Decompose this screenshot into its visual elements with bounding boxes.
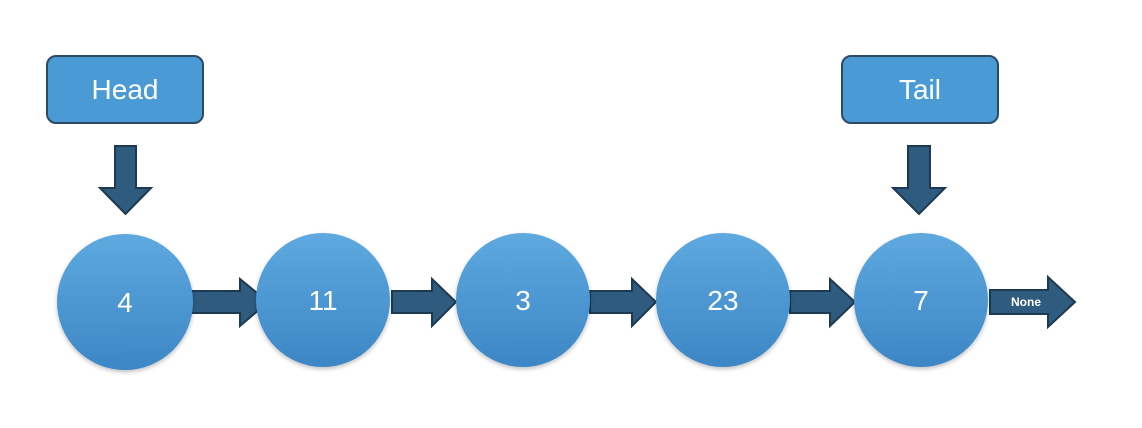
node-value: 7 xyxy=(913,285,929,316)
head-label: Head xyxy=(92,74,159,105)
tail-label: Tail xyxy=(899,74,941,105)
next-arrow-1 xyxy=(183,276,270,329)
node-value: 4 xyxy=(117,287,133,318)
none-label: None xyxy=(1011,295,1041,309)
head-down-arrow xyxy=(97,145,154,216)
tail-down-arrow xyxy=(890,145,948,216)
node-value: 11 xyxy=(308,285,337,316)
node-2: 11 xyxy=(256,233,390,367)
node-3: 3 xyxy=(456,233,590,367)
node-1: 4 xyxy=(57,234,193,370)
none-terminator: None xyxy=(989,274,1077,330)
next-arrow-3 xyxy=(589,276,658,329)
node-5: 7 xyxy=(854,233,988,367)
node-circle xyxy=(256,233,390,367)
node-value: 23 xyxy=(707,285,738,316)
node-circle xyxy=(57,234,193,370)
node-value: 3 xyxy=(515,285,531,316)
node-4: 23 xyxy=(656,233,790,367)
head-label-box xyxy=(46,55,204,124)
node-circle xyxy=(656,233,790,367)
next-arrow-2 xyxy=(391,276,458,329)
head-pointer: Head xyxy=(46,55,204,124)
node-circle xyxy=(854,233,988,367)
node-circle xyxy=(456,233,590,367)
tail-label-box xyxy=(841,55,999,124)
tail-pointer: Tail xyxy=(841,55,999,124)
none-arrow xyxy=(989,274,1077,330)
next-arrow-4 xyxy=(789,276,857,329)
